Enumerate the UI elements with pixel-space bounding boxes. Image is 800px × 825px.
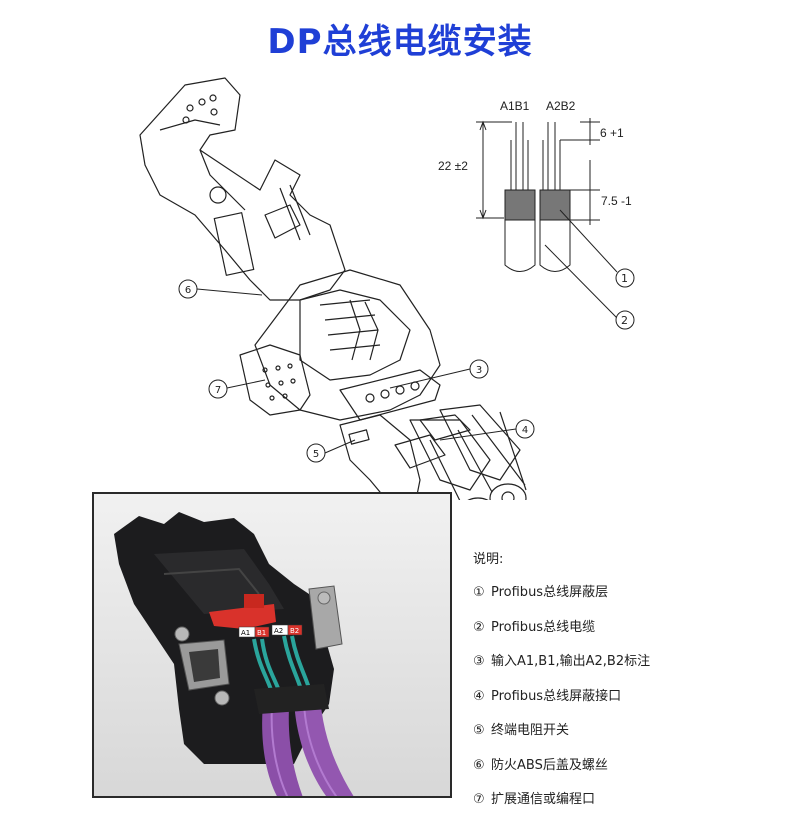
terminal-labels: A1 B1 A2 B2 — [238, 624, 303, 638]
dim-7-5: 7.5 -1 — [601, 194, 632, 208]
cover-hole — [209, 186, 227, 204]
shield-left — [504, 189, 536, 221]
terminal-block — [339, 369, 441, 421]
legend-heading: 说明: — [473, 552, 504, 567]
tag-a2: A2 — [274, 627, 283, 635]
connector-diagram: 6 7 3 4 5 A1B1 A2B2 22 ±2 6 — [139, 77, 635, 500]
photo-illustration: A1 B1 A2 B2 — [94, 494, 450, 796]
callout-4-label: 4 — [522, 425, 528, 436]
label-a2b2: A2B2 — [546, 99, 576, 113]
tag-b2: B2 — [290, 627, 299, 635]
callout-leaders — [196, 288, 517, 454]
callout-3 — [469, 359, 489, 379]
legend-item-text: Profibus总线电缆 — [491, 619, 596, 635]
jacket-left — [504, 220, 536, 272]
red-clips — [209, 604, 276, 629]
label-a1b1: A1B1 — [500, 99, 530, 113]
purple-cable-right — [294, 694, 354, 796]
callout-3-label: 3 — [476, 365, 482, 376]
dim-6: 6 +1 — [600, 126, 624, 140]
connector-photo: A1 B1 A2 B2 — [92, 492, 452, 798]
callout-7-label: 7 — [215, 385, 221, 396]
callout-1-label: 1 — [621, 272, 628, 285]
stripping-drawing — [476, 118, 635, 330]
dsub-male — [308, 585, 343, 650]
callout-4 — [515, 419, 535, 439]
legend-item-text: 防火ABS后盖及螺丝 — [491, 757, 608, 773]
dsub-port — [239, 344, 311, 416]
cable-b — [439, 404, 521, 481]
callouts — [178, 279, 535, 463]
callout-7 — [208, 379, 228, 399]
callout-5 — [306, 443, 326, 463]
callout-5-label: 5 — [313, 449, 319, 460]
connector-drawing — [139, 77, 527, 500]
callout-6-label: 6 — [185, 285, 191, 296]
tag-b1: B1 — [257, 629, 266, 637]
base-plate — [339, 414, 421, 500]
rear-cover-outline — [139, 77, 346, 301]
shield-clamp — [394, 434, 446, 469]
tag-a1: A1 — [241, 629, 250, 637]
callout-2-label: 2 — [621, 314, 628, 327]
connector-body — [254, 269, 441, 421]
termination-switch — [348, 429, 370, 445]
legend-item-text: 输入A1,B1,输出A2,B2标注 — [491, 654, 651, 669]
legend-item-text: Profibus总线屏蔽接口 — [491, 688, 622, 704]
shield-right — [539, 189, 571, 221]
jacket-right — [539, 220, 571, 272]
legend-item-text: 终端电阻开关 — [491, 723, 570, 738]
cable-a — [409, 419, 491, 491]
legend-item-text: Profibus总线屏蔽层 — [491, 585, 609, 600]
cover-window — [213, 212, 255, 276]
dim-22: 22 ±2 — [438, 159, 468, 173]
callout-6 — [178, 279, 198, 299]
page-title: DP总线电缆安装 — [267, 22, 533, 62]
